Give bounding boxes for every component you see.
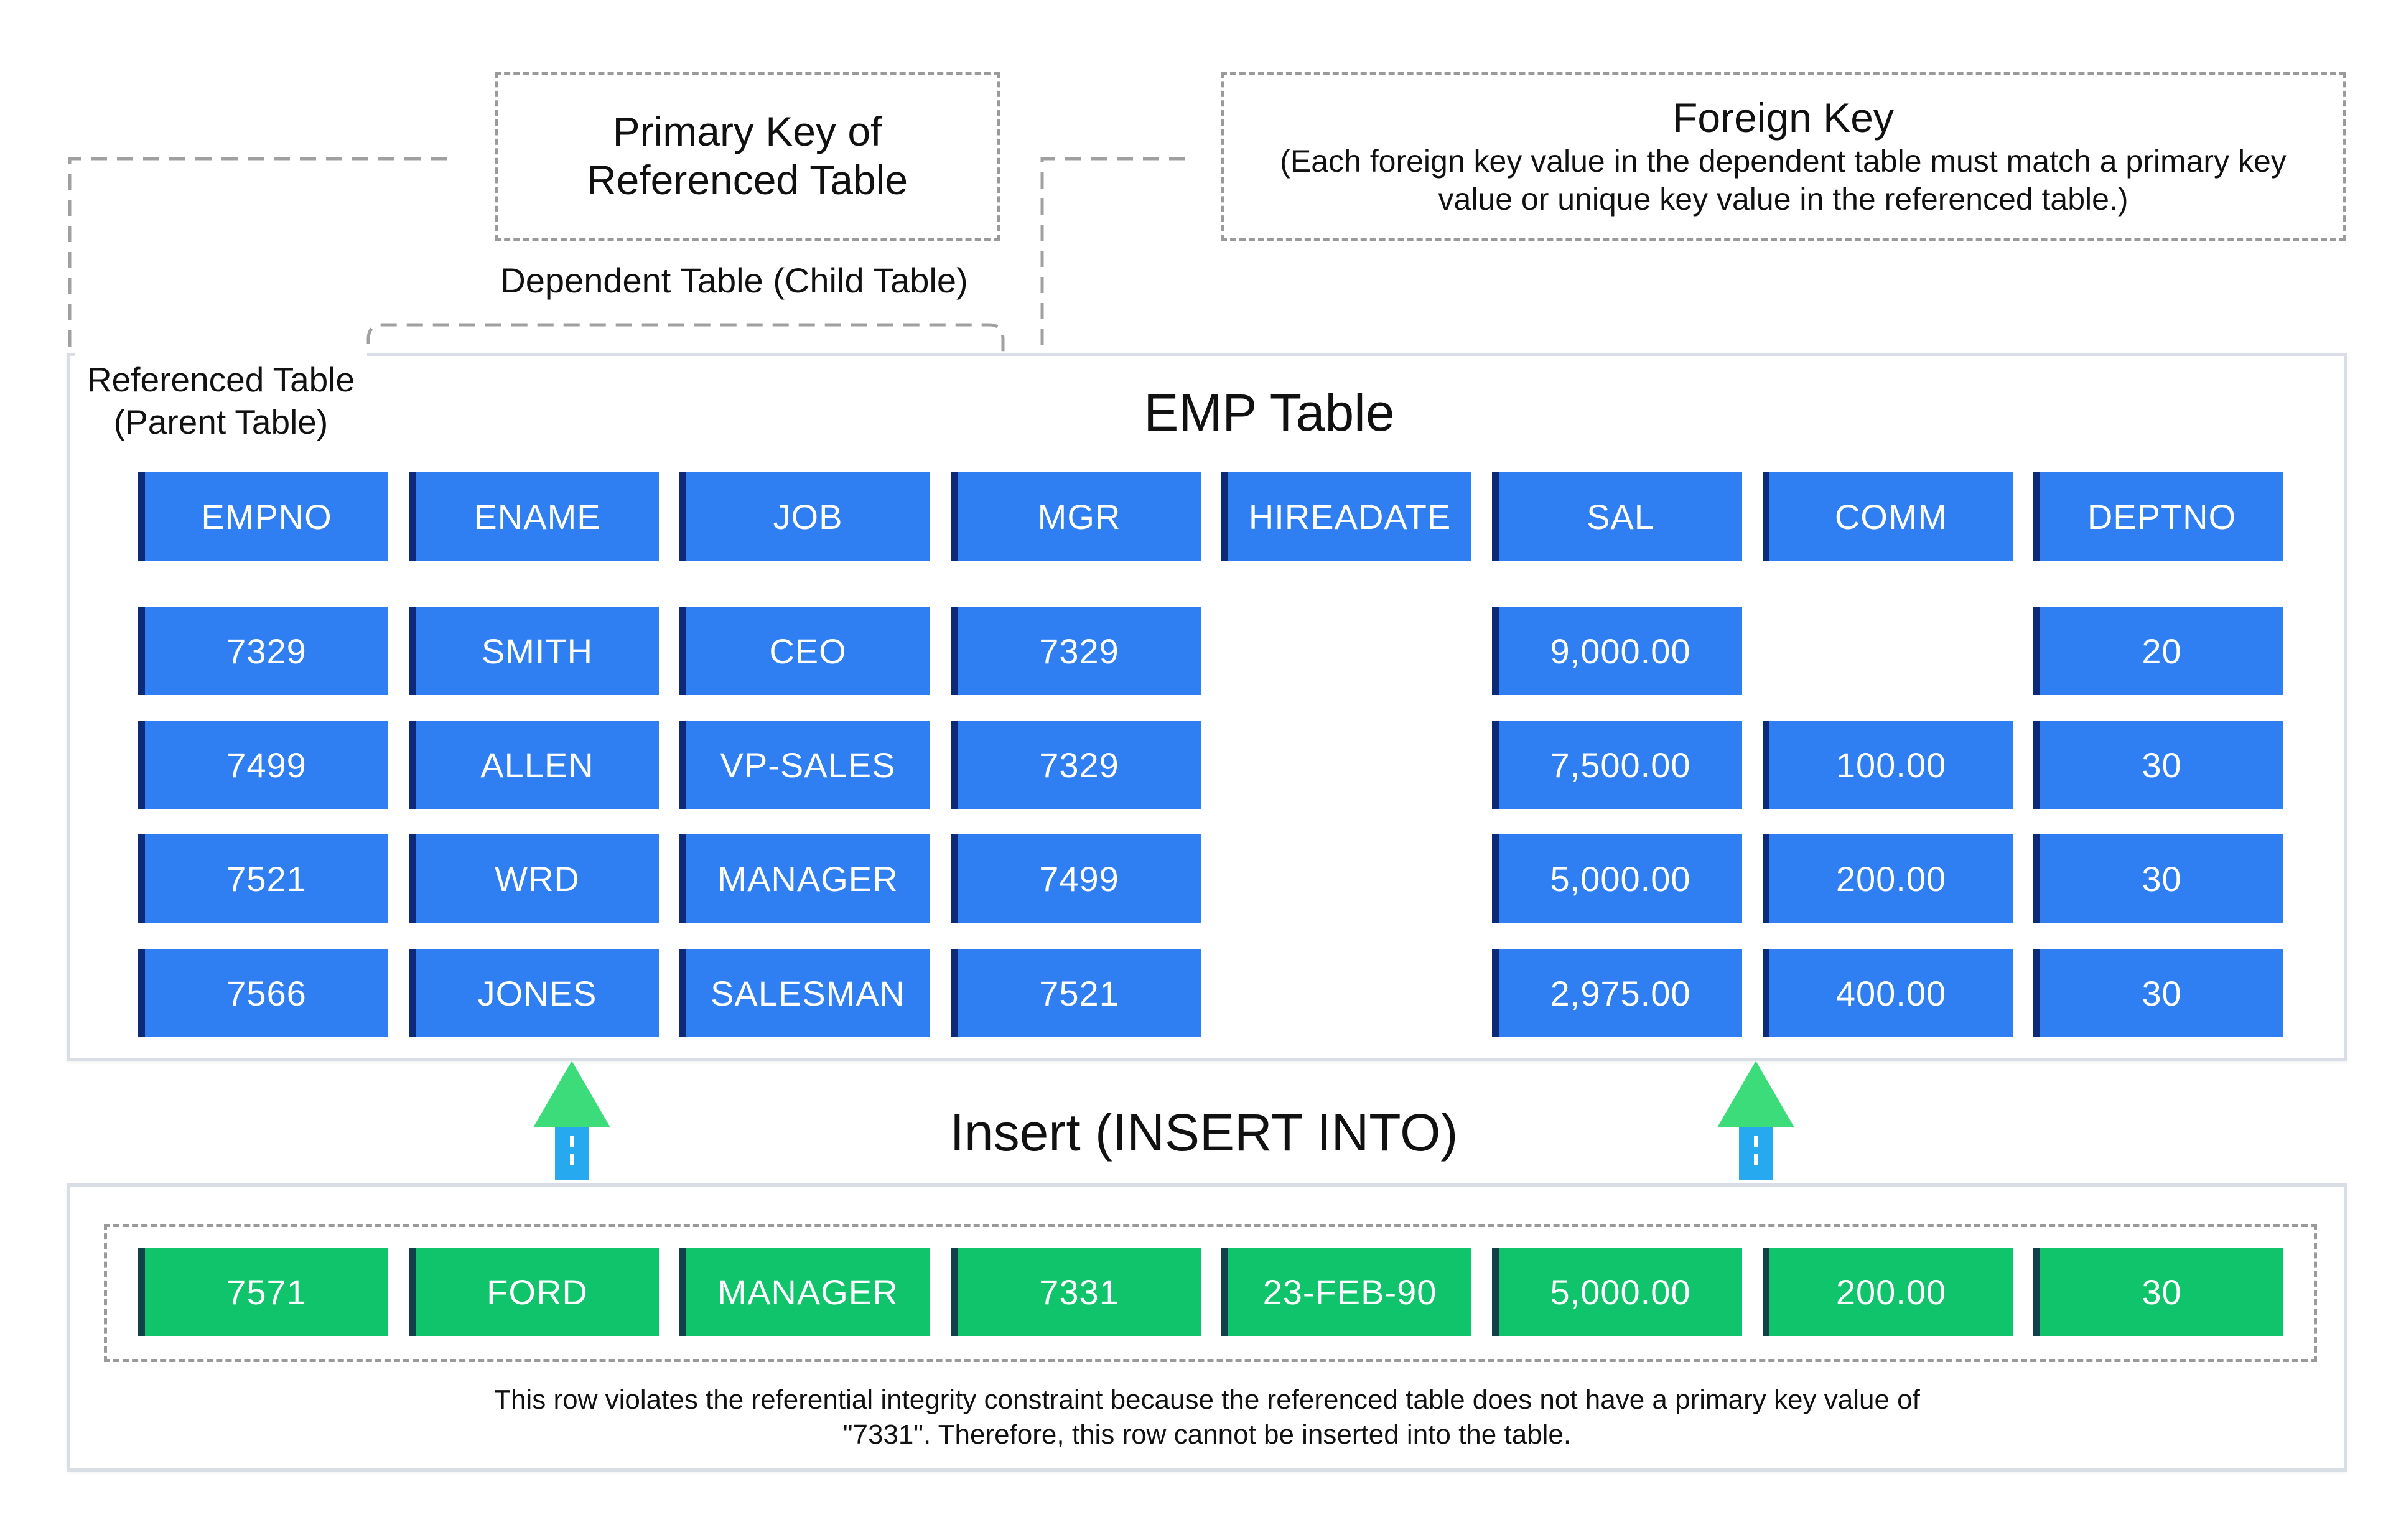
table-cell: 100.00 [1763, 721, 2013, 809]
table-cell: 30 [2033, 949, 2283, 1037]
table-cell: 7329 [138, 607, 388, 695]
insert-cell: 30 [2033, 1248, 2283, 1336]
insert-cell: FORD [409, 1248, 659, 1336]
table-cell: 20 [2033, 607, 2283, 695]
table-cell: 30 [2033, 721, 2283, 809]
table-cell: VP-SALES [679, 721, 930, 809]
table-cell: 2,975.00 [1492, 949, 1742, 1037]
table-cell: WRD [409, 834, 659, 923]
table-cell: 9,000.00 [1492, 607, 1742, 695]
column-header-comm: COMM [1763, 472, 2013, 561]
dependent-table-label: Dependent Table (Child Table) [500, 260, 968, 300]
insert-cell: MANAGER [679, 1248, 930, 1336]
table-cell: JONES [409, 949, 659, 1037]
column-header-job: JOB [679, 472, 930, 561]
emp-table-panel [67, 353, 2347, 1061]
emp-table-title: EMP Table [1144, 383, 1395, 442]
table-cell: 7,500.00 [1492, 721, 1742, 809]
column-header-mgr: MGR [951, 472, 1201, 561]
column-header-sal: SAL [1492, 472, 1742, 561]
column-header-hireadate: HIREADATE [1221, 472, 1471, 561]
column-header-ename: ENAME [409, 472, 659, 561]
primary-key-callout: Primary Key of Referenced Table [495, 72, 1000, 241]
insert-arrow-left [533, 1061, 610, 1180]
insert-cell: 7331 [951, 1248, 1201, 1336]
insert-cell: 200.00 [1763, 1248, 2013, 1336]
table-cell: ALLEN [409, 721, 659, 809]
table-cell: 30 [2033, 834, 2283, 923]
foreign-key-title: Foreign Key [1672, 95, 1894, 141]
column-header-empno: EMPNO [138, 472, 388, 561]
column-header-deptno: DEPTNO [2033, 472, 2283, 561]
insert-violation-note: This row violates the referential integr… [494, 1384, 1920, 1450]
table-cell: 200.00 [1763, 834, 2013, 923]
table-cell: 7499 [138, 721, 388, 809]
insert-row-frame [104, 1224, 2317, 1362]
foreign-key-callout: Foreign Key (Each foreign key value in t… [1221, 72, 2346, 241]
referenced-table-label: Referenced Table (Parent Table) [75, 352, 367, 451]
table-cell: CEO [679, 607, 930, 695]
table-cell: 400.00 [1763, 949, 2013, 1037]
insert-cell: 23-FEB-90 [1221, 1248, 1471, 1336]
table-cell: 5,000.00 [1492, 834, 1742, 923]
insert-arrow-right [1717, 1061, 1794, 1180]
insert-cell: 7571 [138, 1248, 388, 1336]
table-cell: SALESMAN [679, 949, 930, 1037]
table-cell: SMITH [409, 607, 659, 695]
table-cell: 7329 [951, 721, 1201, 809]
table-cell: 7566 [138, 949, 388, 1037]
dependent-table-bracket [366, 323, 1005, 470]
insert-title: Insert (INSERT INTO) [949, 1103, 1458, 1162]
insert-cell: 5,000.00 [1492, 1248, 1742, 1336]
table-cell: MANAGER [679, 834, 930, 923]
table-cell: 7521 [138, 834, 388, 923]
table-cell: 7521 [951, 949, 1201, 1037]
table-cell: 7329 [951, 607, 1201, 695]
table-cell: 7499 [951, 834, 1201, 923]
foreign-key-note: (Each foreign key value in the dependent… [1280, 143, 2287, 217]
